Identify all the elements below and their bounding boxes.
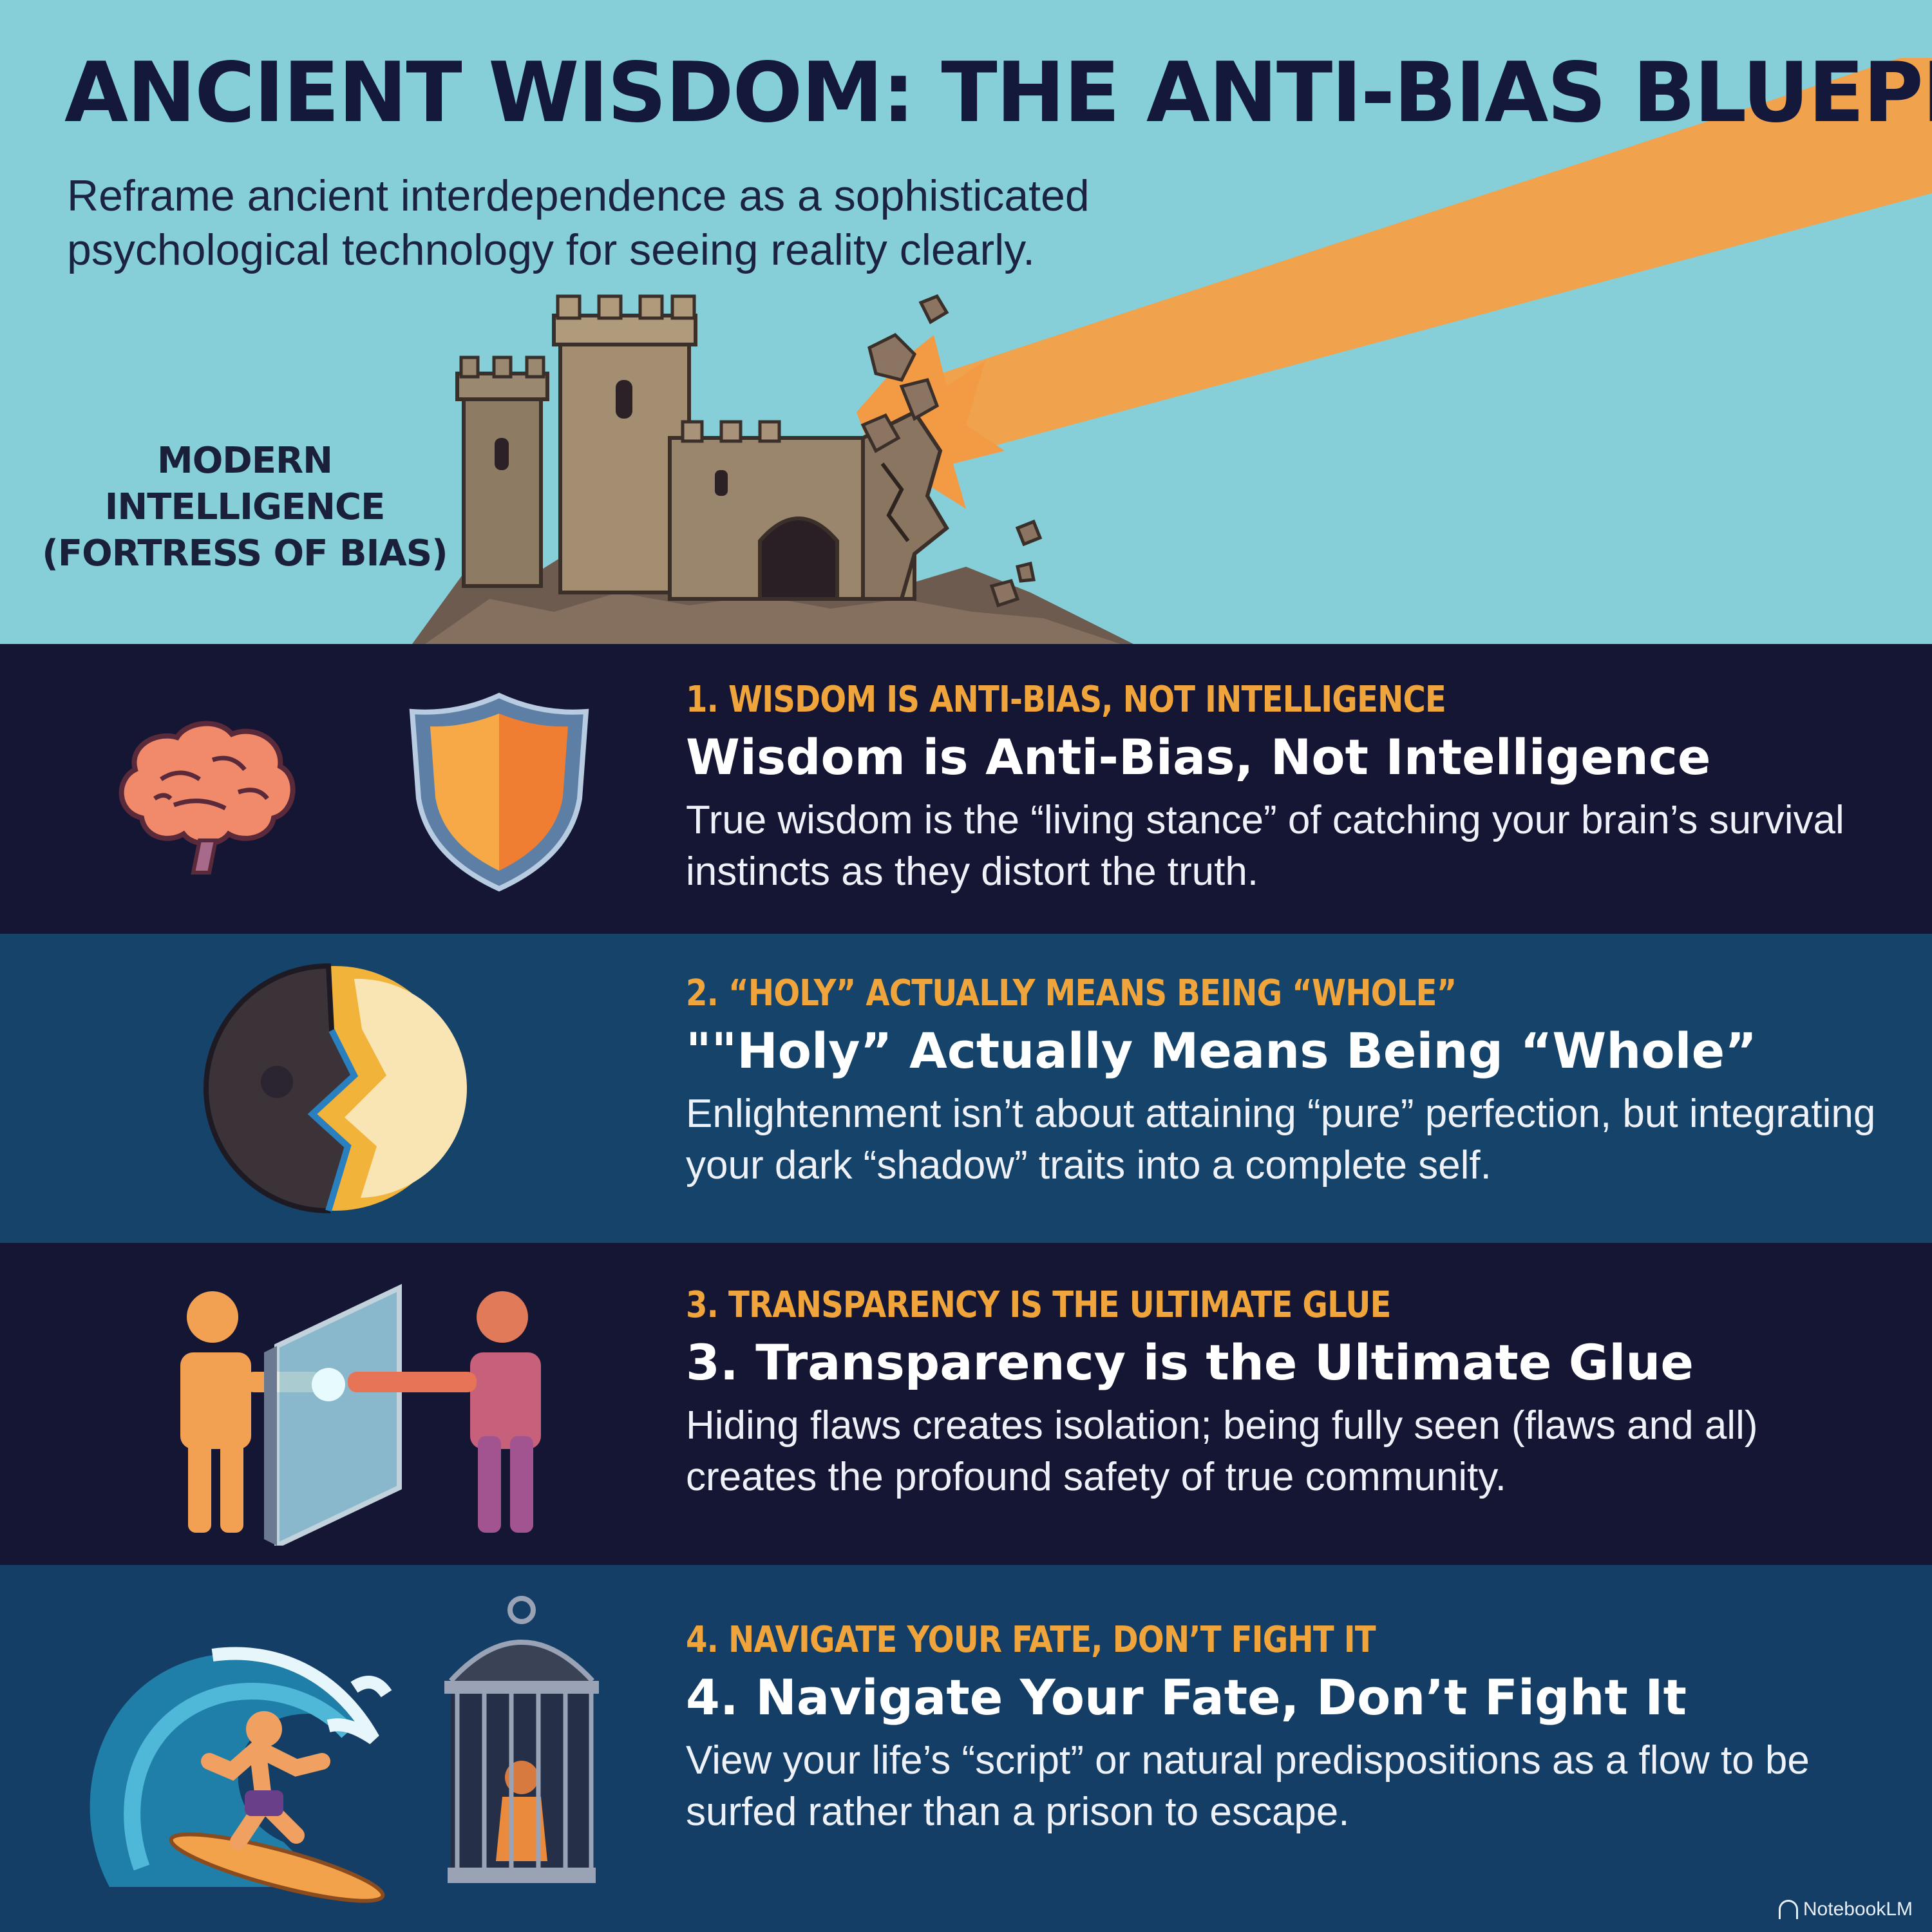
watermark: NotebookLM — [1778, 1899, 1913, 1920]
crumbling-castle-icon — [412, 294, 1133, 644]
section-kicker: 1. WISDOM IS ANTI-BIAS, NOT INTELLIGENCE — [686, 679, 1446, 721]
section-3-icons — [52, 1243, 644, 1565]
shield-icon — [409, 692, 589, 892]
fortress-label-line2: (FORTRESS OF BIAS) — [42, 533, 448, 574]
section-kicker: 4. NAVIGATE YOUR FATE, DON’T FIGHT IT — [686, 1619, 1376, 1661]
section-4-icons — [52, 1565, 644, 1932]
section-kicker: 3. TRANSPARENCY IS THE ULTIMATE GLUE — [686, 1284, 1391, 1326]
split-circle-icon — [204, 963, 468, 1214]
section-holy-whole: 2. “HOLY” ACTUALLY MEANS BEING “WHOLE” "… — [0, 934, 1932, 1243]
birdcage-icon — [444, 1596, 599, 1883]
section-3-text: 3. TRANSPARENCY IS THE ULTIMATE GLUE 3. … — [686, 1283, 1909, 1503]
section-heading: 4. Navigate Your Fate, Don’t Fight It — [686, 1669, 1687, 1726]
section-2-text: 2. “HOLY” ACTUALLY MEANS BEING “WHOLE” "… — [686, 971, 1909, 1191]
section-transparency: 3. TRANSPARENCY IS THE ULTIMATE GLUE 3. … — [0, 1243, 1932, 1565]
section-body: True wisdom is the “living stance” of ca… — [686, 798, 1844, 894]
section-4-text: 4. NAVIGATE YOUR FATE, DON’T FIGHT IT 4.… — [686, 1618, 1909, 1838]
wave-surfer-icon — [90, 1647, 392, 1903]
section-fate: 4. NAVIGATE YOUR FATE, DON’T FIGHT IT 4.… — [0, 1565, 1932, 1932]
page-subtitle: Reframe ancient interdependence as a sop… — [67, 171, 1090, 274]
fortress-label: MODERN INTELLIGENCE (FORTRESS OF BIAS) — [39, 438, 451, 577]
section-1-text: 1. WISDOM IS ANTI-BIAS, NOT INTELLIGENCE… — [686, 677, 1909, 898]
section-body: Hiding flaws creates isolation; being fu… — [686, 1403, 1758, 1499]
section-heading: 3. Transparency is the Ultimate Glue — [686, 1334, 1694, 1391]
notebooklm-logo-icon — [1778, 1900, 1798, 1919]
watermark-text: NotebookLM — [1803, 1899, 1913, 1920]
section-kicker: 2. “HOLY” ACTUALLY MEANS BEING “WHOLE” — [686, 972, 1457, 1014]
section-1-icons — [52, 644, 644, 934]
fortress-label-line1: MODERN INTELLIGENCE — [104, 440, 386, 528]
people-glass-icon — [180, 1283, 541, 1546]
section-wisdom: 1. WISDOM IS ANTI-BIAS, NOT INTELLIGENCE… — [0, 644, 1932, 934]
section-heading: ""Holy” Actually Means Being “Whole” — [686, 1022, 1757, 1079]
section-heading: Wisdom is Anti-Bias, Not Intelligence — [686, 728, 1711, 786]
hero-banner: ANCIENT WISDOM: THE ANTI-BIAS BLUEPRINT … — [0, 0, 1932, 644]
section-body: View your life’s “script” or natural pre… — [686, 1738, 1810, 1834]
section-2-icons — [52, 934, 644, 1243]
page-title: ANCIENT WISDOM: THE ANTI-BIAS BLUEPRINT — [64, 45, 1932, 141]
section-body: Enlightenment isn’t about attaining “pur… — [686, 1092, 1876, 1188]
brain-icon — [118, 721, 296, 875]
